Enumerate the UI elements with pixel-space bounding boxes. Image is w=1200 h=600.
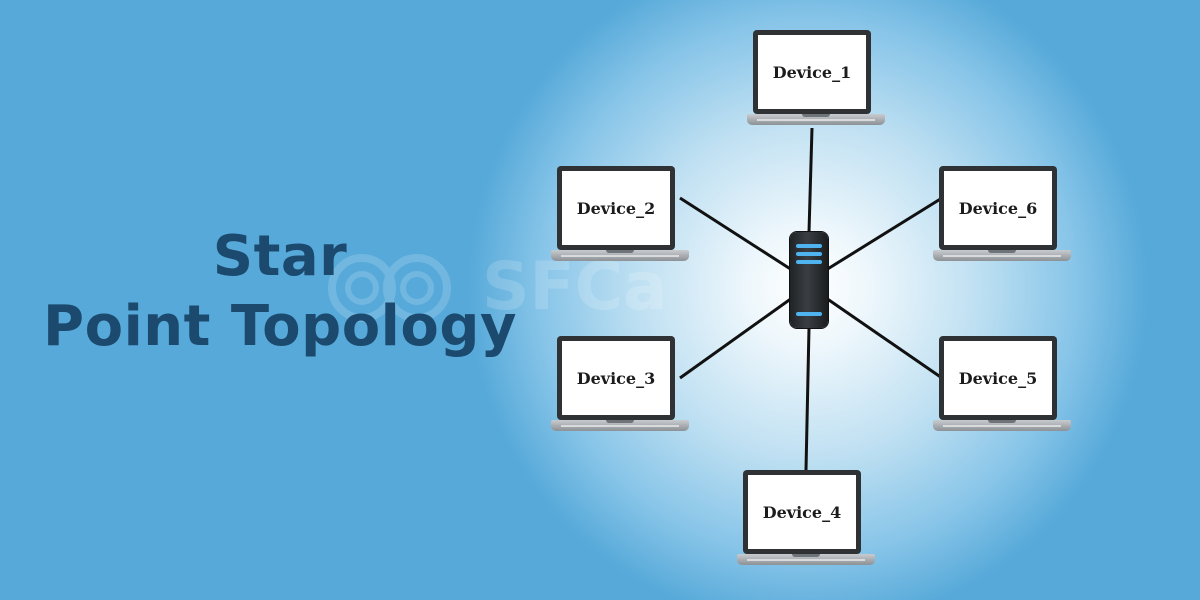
device-3-laptop: Device_3 <box>551 336 689 440</box>
laptop-screen: Device_6 <box>939 166 1057 250</box>
laptop-base <box>933 420 1071 431</box>
laptop-screen: Device_5 <box>939 336 1057 420</box>
device-label: Device_1 <box>772 62 852 82</box>
hub-led <box>796 260 822 264</box>
device-2-laptop: Device_2 <box>551 166 689 270</box>
device-label: Device_5 <box>958 368 1038 388</box>
wire-device-3 <box>679 296 793 380</box>
page-title: Star Point Topology <box>0 222 560 362</box>
device-label: Device_3 <box>576 368 656 388</box>
laptop-screen: Device_1 <box>753 30 871 114</box>
laptop-screen: Device_4 <box>743 470 861 554</box>
device-label: Device_6 <box>958 198 1038 218</box>
title-line-2: Point Topology <box>43 294 517 359</box>
device-4-laptop: Device_4 <box>737 470 875 574</box>
wire-device-4 <box>804 327 811 471</box>
laptop-base <box>747 114 885 125</box>
device-label: Device_2 <box>576 198 656 218</box>
hub-led <box>796 312 822 316</box>
hub-led <box>796 252 822 256</box>
device-label: Device_4 <box>762 502 842 522</box>
wire-device-2 <box>679 196 793 272</box>
laptop-base <box>933 250 1071 261</box>
device-5-laptop: Device_5 <box>933 336 1071 440</box>
laptop-base <box>551 420 689 431</box>
laptop-base <box>737 554 875 565</box>
laptop-screen: Device_2 <box>557 166 675 250</box>
device-1-laptop: Device_1 <box>747 30 885 134</box>
title-line-1: Star <box>212 224 348 289</box>
hub-switch-icon <box>790 232 828 328</box>
wire-device-6 <box>825 196 943 272</box>
device-6-laptop: Device_6 <box>933 166 1071 270</box>
hub-led <box>796 244 822 248</box>
wire-device-5 <box>825 296 943 380</box>
wire-device-1 <box>807 127 814 233</box>
laptop-base <box>551 250 689 261</box>
laptop-screen: Device_3 <box>557 336 675 420</box>
